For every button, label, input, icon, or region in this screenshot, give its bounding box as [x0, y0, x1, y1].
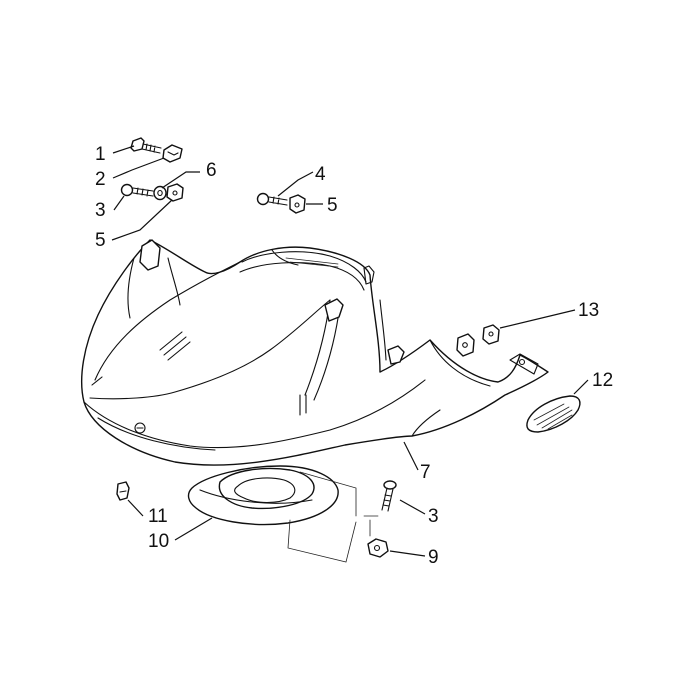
callout-5-upper: 5: [95, 230, 106, 251]
clip-nut-part-5-lower: [289, 194, 306, 214]
callout-3-lower: 3: [428, 506, 439, 527]
stud-part-11: [116, 481, 130, 501]
callout-7: 7: [420, 462, 431, 483]
callout-2: 2: [95, 169, 106, 190]
callout-5-lower: 5: [327, 195, 338, 216]
callout-11: 11: [148, 506, 168, 527]
screw-part-3-lower: [363, 480, 397, 537]
callout-labels: 1 2 6 3 5 4 5 13 12 7 11 10 3 9: [95, 144, 613, 568]
screw-part-4: [256, 192, 288, 206]
screw-part-3-upper: [120, 183, 154, 197]
clip-pair-part-13: [456, 324, 500, 357]
callout-3-upper: 3: [95, 200, 106, 221]
callout-4: 4: [315, 164, 326, 185]
callout-1: 1: [95, 144, 106, 165]
leader-lines: [111, 145, 589, 557]
clip-nut-part-5-upper: [166, 183, 184, 202]
gasket-plate-part-10: [187, 465, 357, 563]
reflector-part-12: [526, 395, 581, 433]
washer-part-6: [153, 185, 167, 201]
callout-6: 6: [206, 160, 217, 181]
callout-9: 9: [428, 547, 439, 568]
nut-part-9: [367, 538, 389, 558]
callout-13: 13: [578, 300, 599, 321]
front-shield-part-7: [81, 239, 549, 466]
callout-12: 12: [592, 370, 613, 391]
clip-nut-part-2: [162, 144, 183, 163]
callout-10: 10: [148, 531, 169, 552]
screw-part-1: [130, 137, 162, 154]
